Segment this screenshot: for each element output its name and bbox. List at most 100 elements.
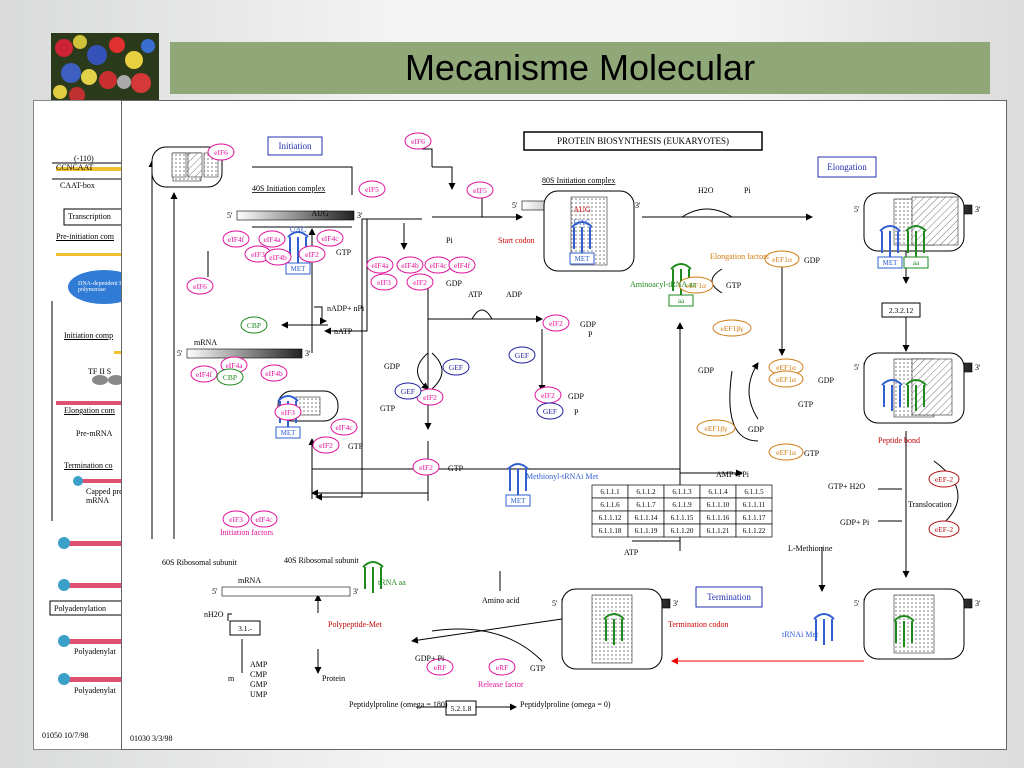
three-prime-label: 3' [357, 211, 363, 220]
mrna-strand [186, 348, 303, 359]
factor-label: eIF2 [305, 250, 319, 259]
trna-anticodon-loop [893, 615, 915, 622]
mrna-label: mRNA [238, 576, 261, 585]
nh2o-label: nH2O [204, 610, 224, 619]
trna-glyph [815, 619, 833, 645]
trna-glyph [605, 619, 623, 645]
factor-label: eIF6 [193, 282, 207, 291]
five-prime-label: 5' [227, 211, 233, 220]
factor-ellipse [250, 510, 278, 528]
trna-residue-box [505, 494, 531, 507]
factor-ellipse [488, 658, 516, 676]
factor-label: eEF-2 [935, 525, 954, 534]
enzyme-cell-label: 6.1.1.16 [707, 514, 730, 522]
enzyme-cell-label: 6.1.1.20 [671, 527, 694, 535]
gtp-label: GTP [336, 248, 352, 257]
gdp-label: GDP [384, 362, 401, 371]
nmp-label: CMP [250, 670, 267, 679]
trna-residue-box [903, 256, 929, 269]
trna-residue-label: MET [281, 429, 297, 437]
factor-ellipse [768, 370, 804, 388]
trna-anticodon-loop [670, 263, 692, 270]
elongation-factors-label: Elongation factors [710, 252, 769, 261]
factor-label: GEF [401, 387, 415, 396]
enzyme-box-label: 5.2.1.8 [451, 704, 472, 713]
factor-ellipse [712, 319, 752, 337]
factor-label: eIF2 [549, 319, 563, 328]
amp-ppi-label: AMP+PPi [716, 470, 750, 479]
ribosome-subunit [591, 594, 633, 664]
gdp-label: GDP [818, 376, 835, 385]
enzyme-cell-label: 6.1.1.3 [672, 488, 692, 496]
gtp-label: GTP [798, 400, 814, 409]
atp-label: ATP [624, 548, 639, 557]
initiation-section-box [267, 136, 323, 156]
p-site [187, 152, 203, 178]
nadp-label: nADP+ nPi [327, 304, 365, 313]
factor-label: eIF4c [255, 515, 273, 524]
gtp-label: GTP [804, 449, 820, 458]
five-prime-label: 5' [854, 363, 860, 372]
enzyme-box [229, 620, 261, 636]
factor-ellipse [696, 419, 736, 437]
trna-glyph [509, 469, 527, 495]
initiation-factors-label: Initiation factors [220, 528, 273, 537]
p-label: P [574, 408, 579, 417]
protein-label: Protein [322, 674, 345, 683]
trna-residue-label: aa [913, 259, 920, 267]
trna-anticodon-loop [603, 613, 625, 620]
back-panel-item: Polyadenylation [54, 604, 106, 613]
ribosome-subunit [893, 594, 935, 654]
enzyme-cell-label: 6.1.1.9 [672, 501, 692, 509]
factor-label: eIF3 [377, 278, 391, 287]
trna-anticodon-loop [571, 221, 593, 228]
trna-residue-label: MET [291, 265, 307, 273]
three-prime-label: 3' [353, 587, 359, 596]
gtp-label: GTP [380, 404, 396, 413]
factor-ellipse [260, 364, 288, 382]
p-label: P [588, 330, 593, 339]
factor-ellipse [412, 458, 440, 476]
factor-ellipse [426, 658, 454, 676]
adp-label: ADP [506, 290, 523, 299]
back-panel-item: Polyadenylat [74, 686, 116, 695]
factor-ellipse [298, 245, 326, 263]
ribosome-hatched-region [911, 358, 953, 416]
trna-residue-box [877, 256, 903, 269]
enzyme-cell-label: 6.1.1.19 [635, 527, 658, 535]
enzyme-box [881, 302, 921, 318]
five-prime-label: 5' [177, 349, 183, 358]
diagram-title-box [523, 131, 763, 151]
trna-anticodon-loop [362, 561, 384, 568]
factor-label: eIF4c [321, 234, 339, 243]
enzyme-cell-label: 6.1.1.12 [599, 514, 622, 522]
natp-label: nATP [334, 327, 353, 336]
factor-ellipse [222, 230, 250, 248]
trna-anticodon-loop [507, 463, 529, 470]
ribosome-hatched-region [911, 196, 959, 246]
factor-ellipse [394, 382, 422, 400]
ribosome-60s-label: 60S Ribosomal subunit [162, 558, 237, 567]
codon-label: AUG [311, 209, 329, 218]
ribosome-shapes [151, 146, 965, 670]
factor-label: eRF [496, 663, 509, 672]
trna-glyph [364, 567, 382, 593]
factor-ellipse [542, 314, 570, 332]
factor-label: eEF1α [686, 281, 706, 290]
factor-ellipse [396, 256, 424, 274]
gtp-label: GTP [726, 281, 742, 290]
enzyme-box-label: 2.3.2.12 [889, 306, 914, 315]
five-prime-label: 5' [552, 599, 558, 608]
gtp-label: GTP [448, 464, 464, 473]
factor-label: eIF4a [263, 235, 281, 244]
factor-label: GEF [543, 407, 557, 416]
peptide-bond-label: Peptide bond [878, 436, 920, 445]
factor-label: eIF4a [225, 361, 243, 370]
enzyme-cell-label: 6.1.1.21 [707, 527, 730, 535]
translocation-label: Translocation [908, 500, 952, 509]
gtp-label: GTP [348, 442, 364, 451]
enzyme-box-label: 3.1.- [238, 624, 252, 633]
factor-label: eEF1α [776, 448, 796, 457]
